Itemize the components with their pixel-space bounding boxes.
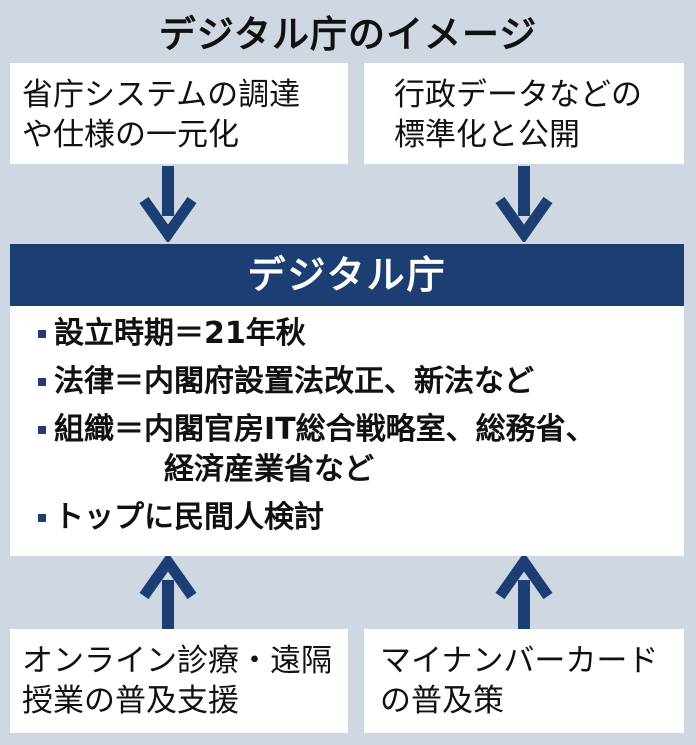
arrow-down-icon xyxy=(138,166,198,242)
item-text: 組織＝内閣官房IT総合戦略室、総務省、 xyxy=(54,412,596,447)
arrow-down-icon xyxy=(494,166,554,242)
list-item: 設立時期＝21年秋 xyxy=(38,314,684,354)
list-item: 組織＝内閣官房IT総合戦略室、総務省、経済産業省など xyxy=(38,410,684,490)
arrow-up-icon xyxy=(494,556,554,630)
arrow-up-icon xyxy=(138,556,198,630)
input-box-online-medical-education: オンライン診療・遠隔 授業の普及支援 xyxy=(10,629,348,733)
item-text-continued: 経済産業省など xyxy=(164,452,374,487)
square-bullet-icon xyxy=(38,378,46,386)
box-line: 授業の普及支援 xyxy=(22,683,239,719)
square-bullet-icon xyxy=(38,426,46,434)
input-box-procurement: 省庁システムの調達 や仕様の一元化 xyxy=(10,63,348,164)
input-box-data-standardization: 行政データなどの 標準化と公開 xyxy=(364,63,684,164)
item-text: 設立時期＝21年秋 xyxy=(54,316,306,351)
diagram-title: デジタル庁のイメージ xyxy=(158,13,538,56)
square-bullet-icon xyxy=(38,330,46,338)
box-line: や仕様の一元化 xyxy=(22,117,239,153)
digital-agency-box: デジタル庁 設立時期＝21年秋 法律＝内閣府設置法改正、新法など 組織＝内閣官房… xyxy=(10,244,684,556)
box-line: の普及策 xyxy=(380,683,504,719)
box-line: 標準化と公開 xyxy=(394,117,580,153)
agency-details-list: 設立時期＝21年秋 法律＝内閣府設置法改正、新法など 組織＝内閣官房IT総合戦略… xyxy=(10,306,684,538)
center-header: デジタル庁 xyxy=(10,244,684,306)
item-text: 法律＝内閣府設置法改正、新法など xyxy=(54,364,534,399)
input-box-my-number-card: マイナンバーカード の普及策 xyxy=(364,629,684,733)
box-line: 行政データなどの xyxy=(394,77,642,113)
list-item: トップに民間人検討 xyxy=(38,498,684,538)
box-line: 省庁システムの調達 xyxy=(22,77,301,113)
item-text: トップに民間人検討 xyxy=(54,500,324,535)
list-item: 法律＝内閣府設置法改正、新法など xyxy=(38,362,684,402)
square-bullet-icon xyxy=(38,514,46,522)
box-line: オンライン診療・遠隔 xyxy=(22,643,332,679)
box-line: マイナンバーカード xyxy=(380,643,659,679)
